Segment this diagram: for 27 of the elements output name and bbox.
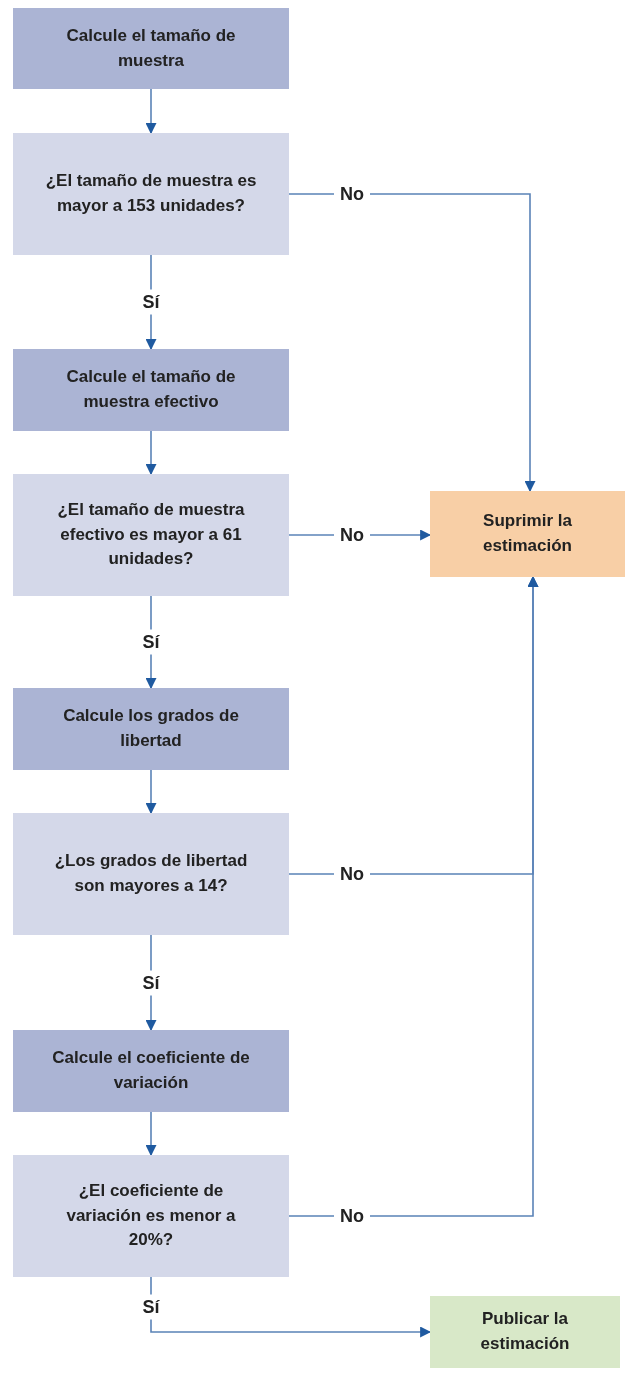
terminal-box — [430, 1296, 620, 1368]
terminal-box — [430, 491, 625, 577]
box-label: Publicar la estimación — [479, 1308, 571, 1355]
decision-box — [13, 133, 289, 255]
decision-box — [13, 813, 289, 935]
process-box — [13, 1030, 289, 1112]
box-label: ¿El tamaño de muestra es mayor a 153 unidades? — [44, 170, 258, 217]
connector-arrow — [288, 575, 539, 1217]
box-label: Calcule el tamaño de muestra — [65, 24, 237, 72]
process-box — [13, 349, 289, 431]
decision-box — [13, 474, 289, 596]
decision-box — [13, 1155, 289, 1277]
box-label: Suprimir la estimación — [482, 510, 573, 557]
box-label: Calcule el coeficiente de variación — [51, 1047, 251, 1094]
connector-arrow — [145, 1111, 157, 1157]
connector-arrow — [288, 193, 536, 493]
connector-arrow — [145, 769, 157, 815]
process-box — [13, 8, 289, 89]
process-box — [13, 688, 289, 770]
box-label: Calcule los grados de libertad — [62, 705, 240, 752]
box-label: ¿El tamaño de muestra efectivo es mayor a 61 unidades? — [56, 499, 246, 571]
box-label: ¿El coeficiente de variación es menor a 20%? — [65, 1180, 237, 1252]
box-label: Calcule el tamaño de muestra efectivo — [65, 366, 237, 413]
box-label: ¿Los grados de libertad son mayores a 14? — [53, 850, 249, 897]
connector-arrow — [145, 88, 157, 135]
connector-arrow — [145, 430, 157, 476]
connector-arrow — [150, 1276, 432, 1338]
